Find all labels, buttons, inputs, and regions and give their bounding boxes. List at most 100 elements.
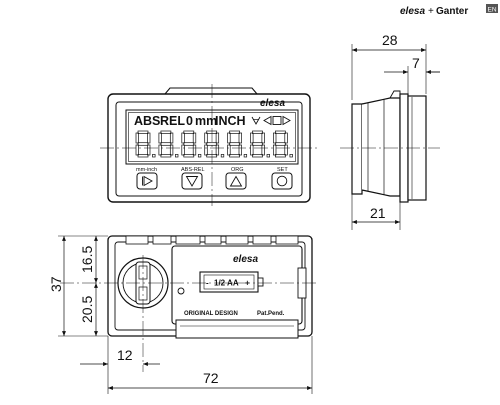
lcd-segment: [206, 130, 218, 134]
button-mm-inch-label: mm-inch: [136, 167, 157, 173]
lcd-digit: [158, 130, 179, 158]
brand-badge-text: EN: [488, 7, 497, 14]
button-abs-rel[interactable]: ABS-REL: [181, 167, 205, 190]
lcd-segment: [192, 144, 197, 156]
lcd-label-zero: 0: [186, 114, 193, 128]
lcd-segment: [227, 132, 231, 144]
battery-minus: -: [206, 279, 209, 288]
lcd-segment: [183, 130, 195, 134]
lcd-segment: [275, 142, 286, 146]
lcd-segment: [158, 132, 162, 144]
square-icon: [272, 116, 282, 125]
lcd-digit: [181, 130, 202, 158]
lcd-segment: [275, 130, 286, 134]
lcd-segment: [284, 144, 288, 156]
button-org[interactable]: ORG: [225, 167, 247, 190]
brand-ganter: Ganter: [436, 6, 468, 17]
lcd-decimal-point: [243, 154, 248, 158]
lcd-segment: [215, 144, 220, 156]
dim-37: 37: [48, 276, 64, 292]
lcd-decimal-point: [220, 154, 225, 158]
button-org-label: ORG: [231, 167, 244, 173]
brand-badge: [486, 4, 498, 13]
lcd-segment: [206, 142, 218, 146]
lcd-segment: [273, 132, 277, 144]
lcd-decimal-point: [152, 154, 156, 158]
dim-12: 12: [117, 347, 133, 363]
dim-7: 7: [412, 55, 420, 71]
button-mm-inch[interactable]: mm-inch: [136, 167, 158, 190]
button-set-label: SET: [277, 167, 288, 173]
rear-view: elesa - 1/2 AA + ORIGINAL DESIGN Pat.Pen…: [48, 235, 318, 394]
button-set[interactable]: SET: [271, 167, 293, 190]
lcd-segment: [158, 144, 162, 156]
lcd-digit: [204, 130, 225, 158]
lcd-segment: [284, 132, 288, 144]
button-abs-rel-label: ABS-REL: [181, 167, 205, 173]
lcd-digit: [250, 130, 270, 158]
lcd-segment: [204, 144, 208, 156]
lcd-segment: [192, 132, 197, 144]
lcd-segment: [229, 142, 240, 146]
lcd-digits: [135, 130, 293, 158]
lcd-label-inch: INCH: [215, 114, 246, 128]
front-top-tab: [164, 87, 258, 95]
lcd-segment: [135, 132, 139, 144]
lcd-segment: [275, 154, 286, 158]
battery-icon: [251, 116, 261, 125]
lcd-segment: [238, 144, 242, 156]
triangle-up-icon: [229, 175, 243, 187]
lcd-segment: [135, 144, 139, 156]
lcd-decimal-point: [197, 154, 202, 158]
lcd-segment: [137, 154, 149, 158]
battery-compartment: - 1/2 AA +: [199, 271, 264, 293]
front-inner-frame: [115, 101, 303, 197]
side-view: 28 7 21: [340, 32, 440, 230]
brand-elesa: elesa: [400, 6, 425, 17]
play-icon: [143, 175, 153, 187]
lcd-label-rel: REL: [160, 114, 185, 128]
lcd-segment: [229, 130, 240, 134]
lcd-segment: [147, 132, 151, 144]
lcd-segment: [147, 144, 151, 156]
lcd-segment: [183, 142, 195, 146]
label-patent-pending: Pat.Pend.: [257, 311, 285, 317]
screw-hole: [177, 287, 185, 295]
lcd-segment: [252, 154, 263, 158]
lcd-segment: [137, 130, 149, 134]
lcd-digit: [227, 130, 248, 158]
rear-top-clips: [125, 235, 299, 245]
lcd-segment: [169, 144, 174, 156]
lcd-decimal-point: [175, 154, 179, 158]
lcd-segment: [137, 142, 149, 146]
front-logo: elesa: [260, 98, 285, 109]
front-view: elesa ABS REL 0 mm INCH mm-inch ABS-REL: [100, 84, 320, 206]
rear-logo: elesa: [233, 254, 258, 265]
lcd-segment: [206, 154, 218, 158]
lcd-segment: [273, 144, 277, 156]
lcd-segment: [183, 154, 195, 158]
lcd-segment: [261, 144, 265, 156]
dim-21: 21: [370, 205, 386, 221]
brand-header: elesa + Ganter EN: [400, 4, 498, 17]
dim-72: 72: [203, 370, 219, 386]
lcd-segment: [252, 142, 263, 146]
lcd-segment: [250, 132, 254, 144]
lcd-segment: [181, 132, 185, 144]
lcd-digit: [135, 130, 156, 158]
lcd-segment: [250, 144, 254, 156]
lcd-label-mm: mm: [195, 114, 217, 128]
lcd-digit: [273, 130, 293, 158]
dim-20-5: 20.5: [79, 296, 95, 323]
lcd-decimal-point: [289, 154, 293, 158]
lcd-segment: [215, 132, 220, 144]
lcd-segment: [261, 132, 265, 144]
lcd-segment: [181, 144, 185, 156]
lcd-segment: [227, 144, 231, 156]
dim-16-5: 16.5: [79, 246, 95, 273]
lcd-segment: [238, 132, 242, 144]
brand-dash: +: [428, 6, 434, 17]
arrow-left-icon: [263, 115, 272, 126]
